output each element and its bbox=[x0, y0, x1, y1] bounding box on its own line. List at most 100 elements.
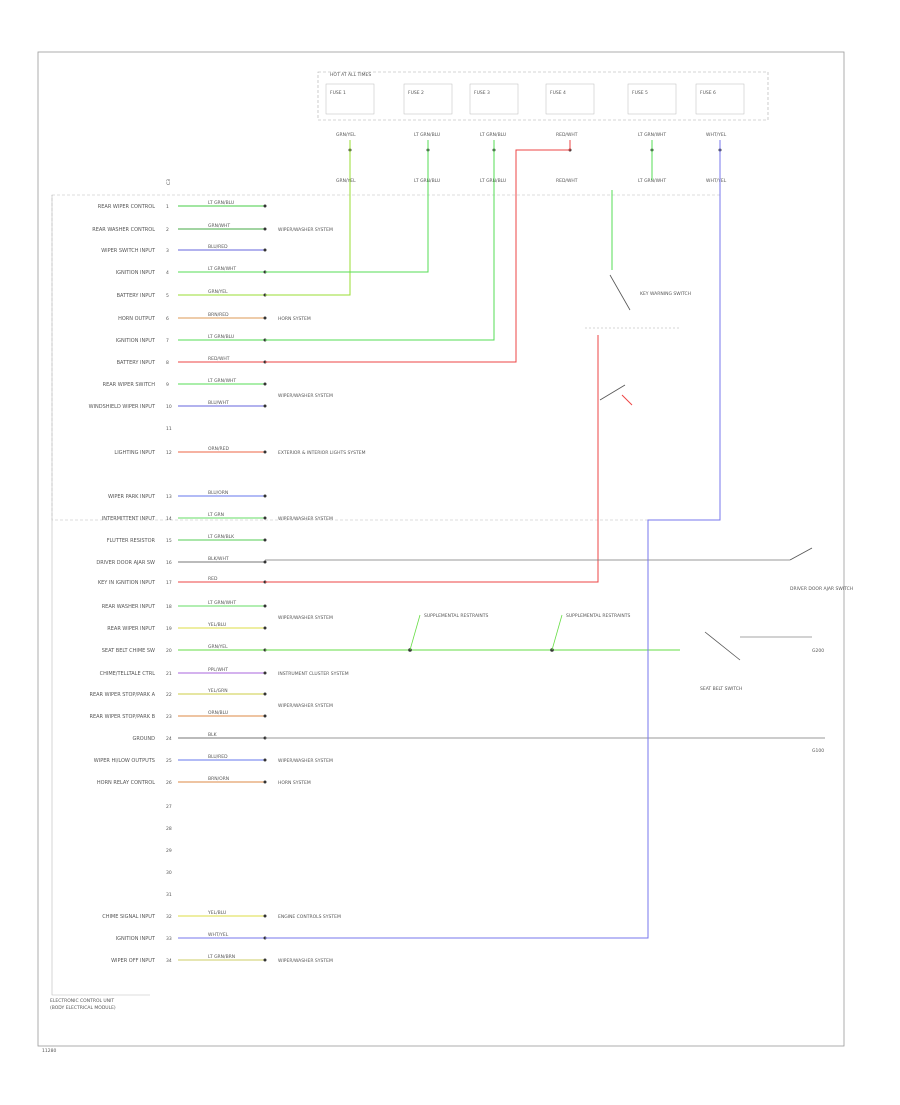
pin-terminal bbox=[263, 758, 267, 762]
pin-number: 31 bbox=[166, 892, 172, 898]
wire-battery-feed-1 bbox=[265, 140, 351, 296]
pin-label: HORN OUTPUT bbox=[118, 316, 156, 322]
pin-terminal bbox=[263, 227, 267, 231]
fuse-box bbox=[403, 83, 453, 115]
pin-number: 11 bbox=[166, 426, 172, 432]
pin-terminal bbox=[263, 316, 267, 320]
system-ref-label: WIPER/WASHER SYSTEM bbox=[278, 703, 333, 709]
pin-number: 33 bbox=[166, 936, 172, 942]
pin-label: LIGHTING INPUT bbox=[114, 450, 156, 456]
pin-wire-color: GRN/WHT bbox=[208, 223, 230, 229]
pin-terminal bbox=[263, 248, 267, 252]
pin-number: 22 bbox=[166, 692, 172, 698]
pin-number: 18 bbox=[166, 604, 172, 610]
pin-terminal bbox=[263, 958, 267, 962]
outer-frame bbox=[37, 51, 845, 1047]
pin-label: REAR WASHER CONTROL bbox=[92, 227, 155, 233]
pin-label: DRIVER DOOR AJAR SW bbox=[96, 560, 155, 566]
key-warning-switch-blade bbox=[609, 274, 631, 311]
fuse-wire-label: LT GRN/BLU bbox=[414, 178, 440, 184]
pin-wire-color: LT GRN/BRN bbox=[208, 954, 235, 960]
pin-label: BATTERY INPUT bbox=[117, 293, 156, 299]
pin-number: 23 bbox=[166, 714, 172, 720]
pin-label: REAR WIPER SWITCH bbox=[103, 382, 156, 388]
pin-wire-color: BLK bbox=[208, 732, 218, 738]
pin-wire-color: GRN/YEL bbox=[208, 644, 228, 650]
door-switch-red-stub bbox=[621, 394, 633, 406]
module-left-border bbox=[51, 195, 150, 996]
system-ref-label: WIPER/WASHER SYSTEM bbox=[278, 393, 333, 399]
pin-number: 20 bbox=[166, 648, 172, 654]
pin-number: 10 bbox=[166, 404, 172, 410]
fuse-label: FUSE 1 bbox=[330, 90, 346, 96]
pin-terminal bbox=[263, 914, 267, 918]
pin-label: GROUND bbox=[132, 736, 155, 742]
pin-label: SEAT BELT CHIME SW bbox=[102, 648, 155, 654]
pin-label: WIPER OFF INPUT bbox=[111, 958, 156, 964]
footer-code: 11280 bbox=[42, 1048, 56, 1054]
seat-belt-switch-label: SEAT BELT SWITCH bbox=[700, 686, 742, 692]
wire-ignition-feed-3 bbox=[265, 140, 721, 939]
pin-number: 3 bbox=[166, 248, 169, 254]
pin-label: REAR WIPER STOP/PARK A bbox=[89, 692, 155, 698]
fuse-wire-label: LT GRN/WHT bbox=[638, 178, 666, 184]
pin-wire-color: ORN/BLU bbox=[208, 710, 228, 716]
fuse-wire-label: LT GRN/BLU bbox=[480, 178, 506, 184]
pin-label: WIPER HI/LOW OUTPUTS bbox=[94, 758, 155, 764]
fuse-wire-label: WHT/YEL bbox=[706, 178, 727, 184]
pin-number: 25 bbox=[166, 758, 172, 764]
pin-wire-color: BLU/RED bbox=[208, 244, 228, 250]
pin-terminal bbox=[263, 450, 267, 454]
pin-wire-color: YEL/GRN bbox=[207, 688, 228, 694]
pin-terminal bbox=[263, 714, 267, 718]
pin-number: 17 bbox=[166, 580, 172, 586]
pin-number: 15 bbox=[166, 538, 172, 544]
system-ref-label: ENGINE CONTROLS SYSTEM bbox=[278, 914, 341, 920]
wire-srs-branch-2 bbox=[551, 614, 563, 651]
fuse-box bbox=[627, 83, 677, 115]
pin-number: 9 bbox=[166, 382, 169, 388]
pin-number: 34 bbox=[166, 958, 172, 964]
pin-terminal bbox=[263, 516, 267, 520]
fuse-wire-label: RED/WHT bbox=[556, 178, 578, 184]
pin-number: 19 bbox=[166, 626, 172, 632]
pin-terminal bbox=[263, 604, 267, 608]
pin-number: 14 bbox=[166, 516, 172, 522]
pin-number: 27 bbox=[166, 804, 172, 810]
fuse-box bbox=[325, 83, 375, 115]
pin-terminal bbox=[263, 538, 267, 542]
pin-label: IGNITION INPUT bbox=[116, 270, 156, 276]
pin-number: 26 bbox=[166, 780, 172, 786]
pin-label: REAR WIPER INPUT bbox=[107, 626, 156, 632]
pin-number: 29 bbox=[166, 848, 172, 854]
pin-wire-color: LT GRN/BLU bbox=[208, 200, 234, 206]
pin-terminal bbox=[263, 382, 267, 386]
pin-wire-color: YEL/BLU bbox=[207, 910, 226, 916]
system-ref-label: WIPER/WASHER SYSTEM bbox=[278, 516, 333, 522]
module-name-line2: (BODY ELECTRICAL MODULE) bbox=[50, 1005, 116, 1011]
ground-g100-label: G100 bbox=[812, 748, 824, 754]
pin-number: 13 bbox=[166, 494, 172, 500]
power-header-label: HOT AT ALL TIMES bbox=[330, 72, 371, 78]
pin-terminal bbox=[263, 560, 267, 564]
pin-number: 12 bbox=[166, 450, 172, 456]
srs-ref-2: SUPPLEMENTAL RESTRAINTS bbox=[566, 613, 630, 619]
pin-terminal bbox=[263, 404, 267, 408]
pin-wire-color: BLU/ORN bbox=[208, 490, 228, 496]
fuse-label: FUSE 2 bbox=[408, 90, 424, 96]
pin-number: 8 bbox=[166, 360, 169, 366]
pin-label: WIPER SWITCH INPUT bbox=[101, 248, 156, 254]
pin-wire-color: BLK/WHT bbox=[208, 556, 229, 562]
pin-number: 28 bbox=[166, 826, 172, 832]
wire-srs-branch-1 bbox=[409, 614, 421, 651]
pin-wire-color: LT GRN/WHT bbox=[208, 378, 236, 384]
pin-label: FLUTTER RESISTOR bbox=[107, 538, 156, 544]
pin-wire-color: GRN/YEL bbox=[208, 289, 228, 295]
pin-number: 30 bbox=[166, 870, 172, 876]
fuse-label: FUSE 5 bbox=[632, 90, 648, 96]
fuse-wire-label: LT GRN/BLU bbox=[414, 132, 440, 138]
pin-wire-color: ORN/RED bbox=[208, 446, 230, 452]
system-ref-label: HORN SYSTEM bbox=[278, 780, 311, 786]
pin-terminal bbox=[263, 494, 267, 498]
